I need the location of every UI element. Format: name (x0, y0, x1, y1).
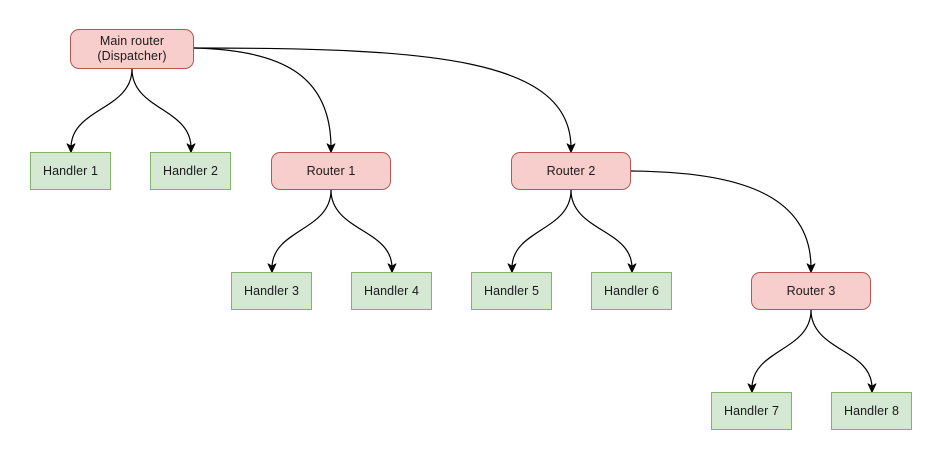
edge-router-3-to-handler-7 (747, 309, 812, 393)
node-handler-6[interactable]: Handler 6 (591, 272, 672, 310)
edge-router-2-to-handler-5 (507, 189, 572, 273)
node-label-handler-7: Handler 7 (723, 403, 780, 418)
node-handler-1[interactable]: Handler 1 (30, 152, 111, 190)
node-label-handler-3: Handler 3 (243, 283, 300, 298)
node-router-3[interactable]: Router 3 (751, 272, 871, 310)
edge-main-to-router-2 (193, 47, 576, 153)
node-label-handler-6: Handler 6 (603, 283, 660, 298)
edge-router-2-to-handler-6 (570, 189, 637, 273)
node-handler-4[interactable]: Handler 4 (351, 272, 432, 310)
node-handler-5[interactable]: Handler 5 (471, 272, 552, 310)
node-main-router[interactable]: Main router (Dispatcher) (70, 29, 194, 69)
edge-router-1-to-handler-4 (330, 189, 397, 273)
node-router-2[interactable]: Router 2 (511, 152, 631, 190)
edge-main-to-handler-2 (131, 68, 196, 153)
node-label-handler-1: Handler 1 (42, 163, 99, 178)
node-label-router-3: Router 3 (786, 283, 836, 298)
node-label-handler-4: Handler 4 (363, 283, 420, 298)
node-label-router-1: Router 1 (306, 163, 356, 178)
node-handler-3[interactable]: Handler 3 (231, 272, 312, 310)
node-label-main-router: Main router (Dispatcher) (97, 34, 167, 63)
edge-router-2-to-router-3 (630, 170, 816, 273)
node-label-router-2: Router 2 (546, 163, 596, 178)
edge-main-to-handler-1 (66, 68, 133, 153)
node-router-1[interactable]: Router 1 (271, 152, 391, 190)
edge-main-to-router-1 (193, 47, 336, 153)
node-handler-8[interactable]: Handler 8 (831, 392, 912, 430)
node-handler-7[interactable]: Handler 7 (711, 392, 792, 430)
node-label-handler-2: Handler 2 (162, 163, 219, 178)
edge-router-3-to-handler-8 (810, 309, 877, 393)
node-label-handler-5: Handler 5 (483, 283, 540, 298)
node-label-handler-8: Handler 8 (843, 403, 900, 418)
node-handler-2[interactable]: Handler 2 (150, 152, 231, 190)
edge-router-1-to-handler-3 (267, 189, 332, 273)
